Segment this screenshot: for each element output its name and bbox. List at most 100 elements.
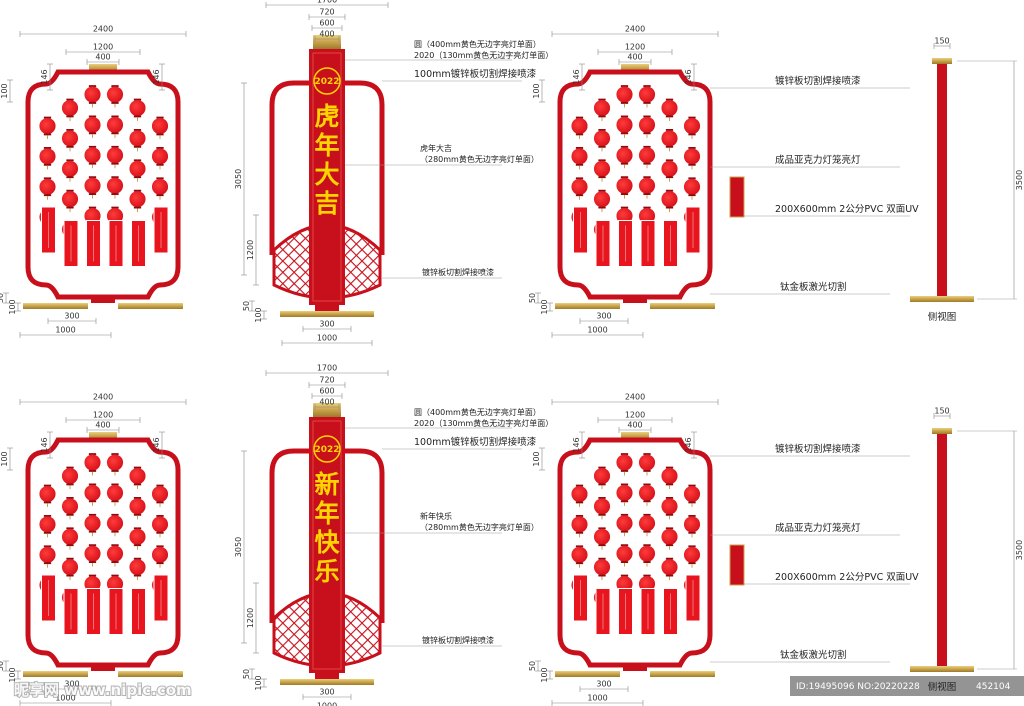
lantern-cap bbox=[643, 115, 651, 118]
dim-100-base-label: 100 bbox=[8, 299, 17, 314]
dim-300-label: 300 bbox=[64, 680, 79, 689]
lantern-body bbox=[661, 99, 678, 117]
lantern-cap bbox=[66, 129, 74, 131]
lantern bbox=[593, 98, 611, 121]
lantern-cap bbox=[88, 206, 97, 209]
lantern-body bbox=[39, 546, 56, 563]
side-cap bbox=[932, 58, 952, 64]
lantern-base bbox=[133, 176, 142, 179]
slogan-char: 新 bbox=[314, 470, 339, 499]
pvc-sample bbox=[729, 176, 745, 218]
lantern bbox=[129, 129, 146, 152]
dim-3050-label: 3050 bbox=[234, 537, 243, 557]
lantern-base bbox=[598, 483, 606, 486]
lantern-base bbox=[66, 544, 74, 547]
note-slogan-spec: （280mm黄色无边字亮灯单面） bbox=[420, 522, 539, 532]
lantern-body bbox=[61, 467, 79, 485]
dim-146-right-label: 146 bbox=[152, 437, 161, 452]
lantern-body bbox=[616, 116, 633, 133]
side-base bbox=[910, 666, 974, 672]
lantern-body bbox=[84, 177, 101, 194]
lantern-body bbox=[129, 528, 146, 545]
year-label: 2022 bbox=[314, 77, 339, 87]
lantern-base bbox=[156, 133, 164, 136]
lantern bbox=[39, 484, 56, 507]
lantern-cap bbox=[575, 116, 584, 119]
lantern-body bbox=[683, 178, 701, 195]
lantern-base bbox=[598, 206, 606, 209]
lantern-body bbox=[106, 454, 124, 471]
lantern-body bbox=[84, 147, 101, 164]
lantern-base bbox=[665, 513, 674, 516]
note-pvc: 200X600mm 2公分PVC 双面UV bbox=[775, 572, 919, 583]
lantern-body bbox=[638, 454, 656, 471]
lantern-frame bbox=[557, 69, 713, 300]
slogan-char: 吉 bbox=[314, 189, 339, 218]
lantern-body bbox=[39, 148, 56, 165]
dim-1700-label: 1700 bbox=[317, 364, 337, 373]
lantern-cap bbox=[688, 515, 696, 517]
lantern-cap bbox=[43, 545, 52, 548]
lantern bbox=[106, 145, 124, 169]
slogan-char: 虎 bbox=[314, 102, 339, 131]
dim-146-right-label: 146 bbox=[684, 69, 693, 84]
lantern-base bbox=[66, 115, 74, 118]
lantern-base bbox=[643, 162, 651, 165]
dim-100-top-label: 100 bbox=[532, 451, 541, 466]
lantern-cap bbox=[111, 513, 119, 516]
lantern-body bbox=[571, 546, 588, 563]
lantern-base bbox=[133, 574, 142, 577]
lantern-body bbox=[683, 485, 701, 503]
dim-1200-h-label: 1200 bbox=[246, 608, 255, 628]
lantern-cap bbox=[665, 557, 674, 560]
lantern-body bbox=[683, 516, 701, 533]
lantern bbox=[106, 544, 124, 567]
dim-400-label: 400 bbox=[95, 421, 110, 430]
lantern-body bbox=[593, 130, 611, 147]
banner-base-post bbox=[315, 673, 339, 679]
lantern-cap bbox=[43, 177, 52, 180]
lantern bbox=[661, 466, 678, 489]
lantern-cap bbox=[43, 116, 52, 119]
lantern-base bbox=[111, 530, 119, 533]
lantern-cap bbox=[665, 466, 674, 469]
dim-146-left-label: 146 bbox=[40, 437, 49, 452]
dim-400-label: 400 bbox=[319, 30, 334, 39]
lantern-cap bbox=[598, 527, 606, 530]
note-circle: 圆（400mm黄色无边字亮灯单面） bbox=[414, 39, 541, 49]
lantern-body bbox=[129, 191, 146, 208]
lantern-base bbox=[620, 561, 629, 563]
note-plate-100: 100mm镀锌板切割焊接喷漆 bbox=[414, 436, 537, 448]
lantern-base bbox=[88, 470, 97, 472]
dim-146-left-label: 146 bbox=[572, 69, 581, 84]
lantern-body bbox=[638, 116, 656, 133]
note-slogan-spec: （280mm黄色无边字亮灯单面） bbox=[420, 154, 539, 164]
lantern-cap bbox=[620, 115, 629, 118]
lantern-body bbox=[129, 559, 146, 576]
lantern-cap bbox=[88, 453, 97, 455]
dim-400-label: 400 bbox=[627, 53, 642, 62]
lantern-base bbox=[598, 513, 606, 516]
lantern-base bbox=[688, 501, 696, 504]
lantern bbox=[616, 145, 633, 169]
dim-3050-label: 3050 bbox=[234, 169, 243, 189]
lantern bbox=[571, 177, 588, 200]
dim-720-label: 720 bbox=[319, 8, 334, 17]
lantern bbox=[106, 483, 124, 506]
lantern-cap bbox=[620, 176, 629, 179]
lantern-base bbox=[111, 102, 119, 104]
lantern bbox=[683, 116, 701, 139]
lantern-base bbox=[575, 501, 584, 504]
dim-50-mid-label: 50 bbox=[242, 301, 251, 311]
lantern bbox=[84, 483, 101, 506]
lantern-body bbox=[39, 178, 56, 195]
lantern bbox=[638, 483, 656, 506]
lantern-cap bbox=[598, 497, 606, 499]
lantern-base bbox=[575, 163, 584, 166]
lantern-cap bbox=[598, 159, 606, 162]
lantern bbox=[683, 515, 701, 538]
dim-146-right-label: 146 bbox=[152, 69, 161, 84]
lantern-body bbox=[61, 160, 79, 177]
lantern bbox=[61, 159, 79, 182]
